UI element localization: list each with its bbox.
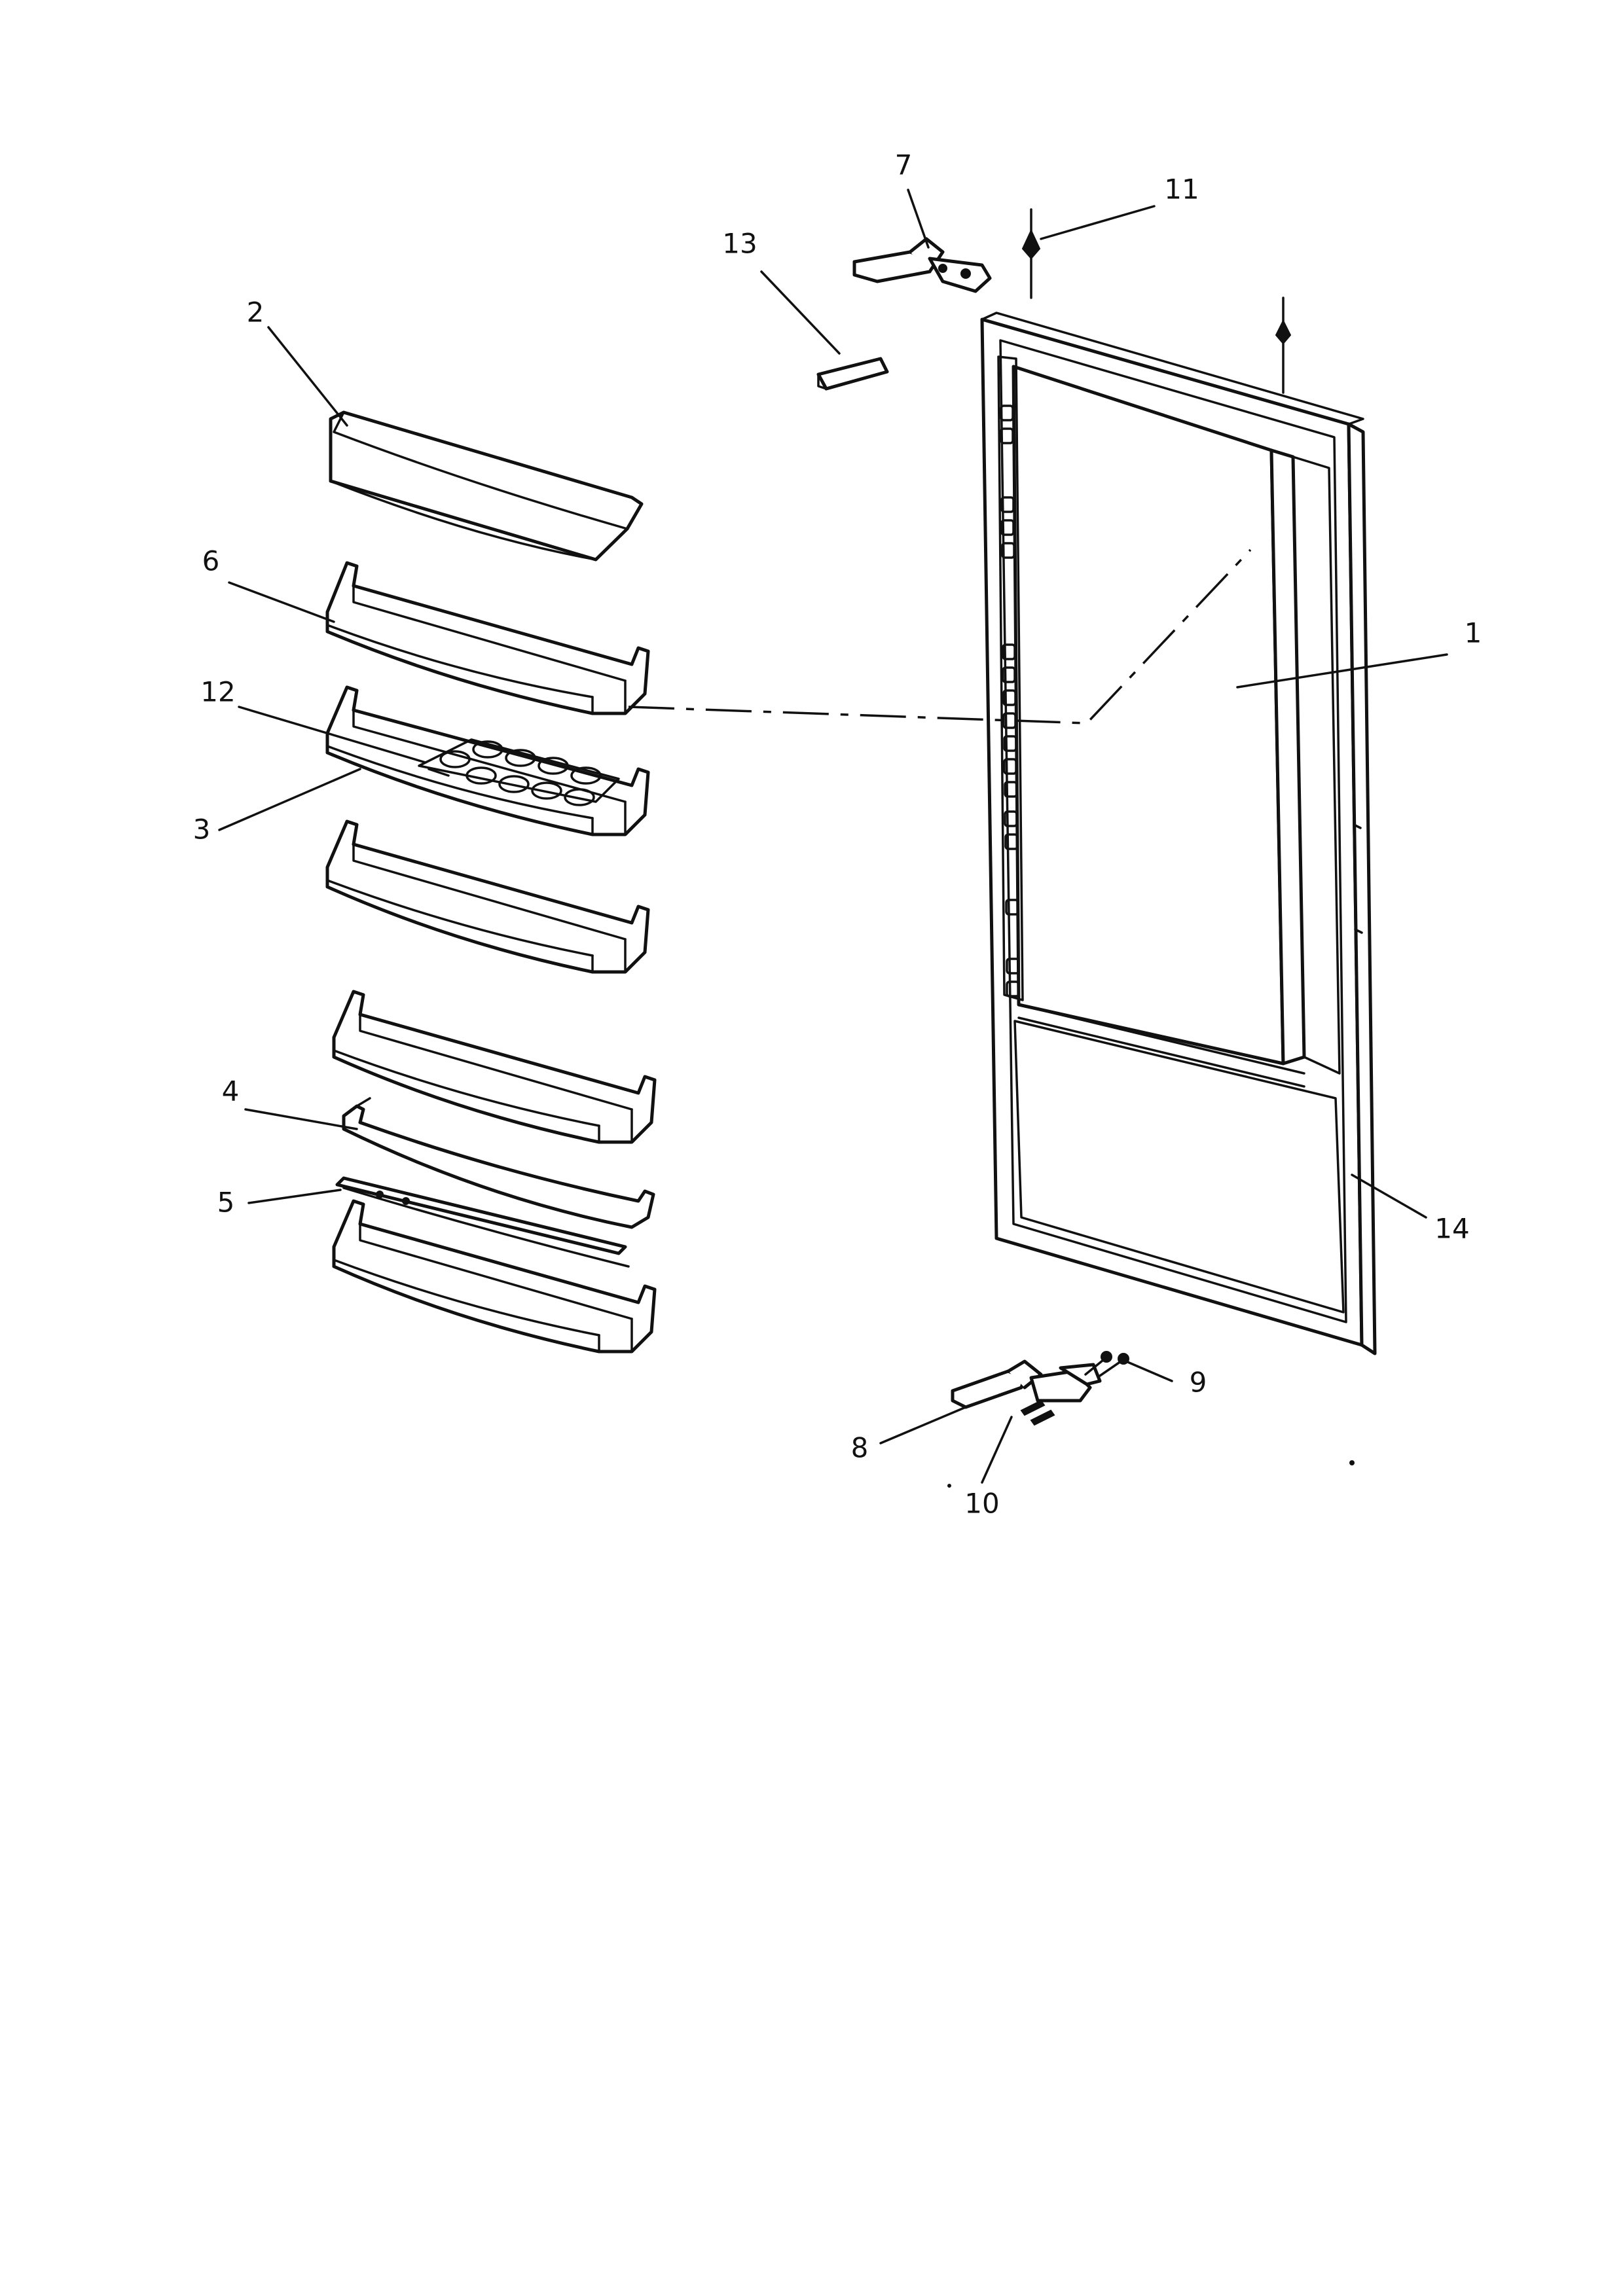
hinge-pin-top <box>1021 208 1292 394</box>
callout-14: 14 <box>1434 1213 1469 1245</box>
callout-labels: 1 2 3 4 5 6 7 8 9 10 11 12 13 14 <box>193 149 1482 1520</box>
callout-8: 8 <box>851 1432 869 1464</box>
cover-plate <box>816 357 889 391</box>
door-panel <box>980 312 1377 1355</box>
top-hinge-bracket <box>852 237 992 293</box>
callout-11: 11 <box>1164 173 1199 206</box>
egg-bin <box>325 685 650 836</box>
callout-12: 12 <box>200 676 235 708</box>
callout-6: 6 <box>202 545 220 577</box>
callout-2: 2 <box>247 296 264 329</box>
callout-13: 13 <box>722 228 757 260</box>
screws <box>1084 1351 1129 1377</box>
door-bin-top <box>325 561 650 715</box>
callout-4: 4 <box>222 1075 240 1107</box>
callout-9: 9 <box>1190 1367 1207 1399</box>
callout-10: 10 <box>964 1488 999 1520</box>
shelf-lid <box>329 410 644 562</box>
speck <box>947 1484 951 1488</box>
bottle-divider <box>335 1176 630 1268</box>
callout-3: 3 <box>193 814 211 846</box>
callout-5: 5 <box>217 1187 235 1219</box>
leader-lines <box>218 188 1448 1484</box>
speck <box>1349 1460 1355 1465</box>
bottom-hinge-bracket <box>951 1359 1102 1426</box>
door-bin-middle <box>325 819 650 974</box>
callout-7: 7 <box>895 149 913 181</box>
egg-tray <box>418 738 620 806</box>
callout-1: 1 <box>1465 617 1482 649</box>
door-bin-lower <box>332 990 657 1144</box>
bottle-retainer <box>342 1097 655 1229</box>
door-bin-bottom <box>332 1199 657 1354</box>
